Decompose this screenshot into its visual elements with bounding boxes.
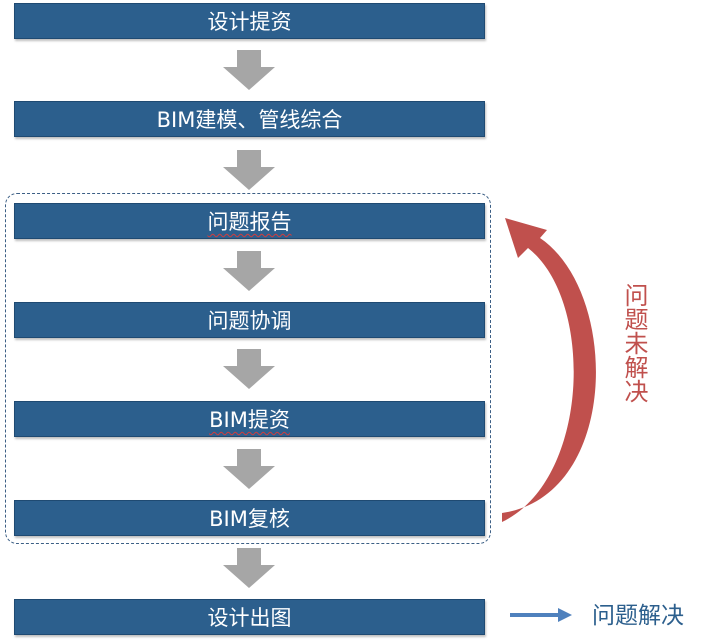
down-arrow-icon	[223, 449, 275, 489]
step-design-drawing: 设计出图	[14, 599, 485, 635]
step-design-submission: 设计提资	[14, 3, 485, 39]
step-issue-report: 问题报告	[14, 203, 485, 239]
down-arrow-icon	[223, 251, 275, 291]
down-arrow-icon	[223, 548, 275, 588]
step-bim-review: BIM复核	[14, 500, 485, 536]
issue-resolved-label: 问题解决	[592, 603, 684, 629]
right-arrow-icon	[510, 608, 572, 622]
issue-unresolved-label: 问题未解决	[620, 283, 648, 403]
curved-arrow-icon	[502, 218, 596, 522]
down-arrow-icon	[223, 349, 275, 389]
step-bim-modeling: BIM建模、管线综合	[14, 101, 485, 137]
down-arrow-icon	[223, 150, 275, 190]
iteration-loop-box	[5, 193, 491, 544]
step-issue-coordination: 问题协调	[14, 302, 485, 338]
step-bim-submission: BIM提资	[14, 401, 485, 437]
down-arrow-icon	[223, 50, 275, 90]
